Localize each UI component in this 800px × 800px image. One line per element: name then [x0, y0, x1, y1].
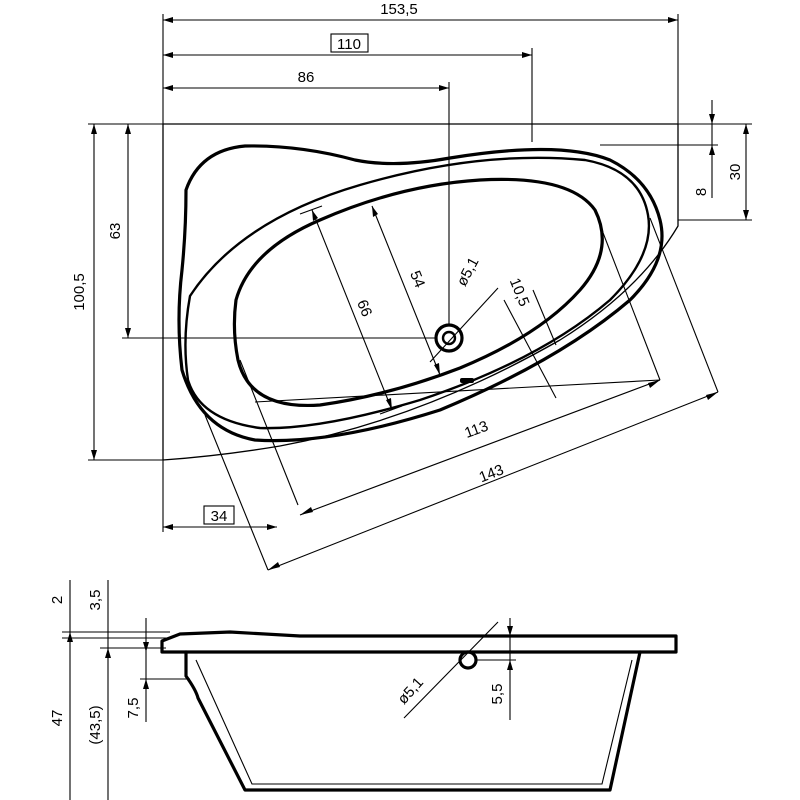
label-inner-height: (43,5) [87, 705, 104, 744]
dim-rim-edge: 30 [678, 123, 752, 221]
section-view: 2 3,5 47 (43,5) 7,5 ø5,1 [49, 580, 678, 800]
section-inner-body [195, 659, 633, 785]
label-total-height: 47 [49, 710, 66, 727]
label-inner-width: 54 [406, 268, 428, 290]
label-rim-step: 8 [693, 188, 710, 196]
dim-rim-step: 8 [600, 100, 718, 198]
dim-overall-width: 153,5 [162, 1, 679, 124]
label-outer-length: 143 [477, 461, 506, 486]
tub-outline [162, 123, 679, 461]
label-rim-height: 3,5 [87, 590, 104, 611]
label-corner-offset: 34 [211, 508, 228, 525]
dim-overflow-offset: 10,5 [503, 276, 557, 399]
dim-overall-depth: 100,5 [71, 123, 163, 461]
dim-skirt-height: 7,5 [125, 618, 190, 722]
dim-outer-width: 66 [299, 205, 403, 415]
rim-outline [177, 144, 664, 443]
overflow-icon [460, 378, 474, 383]
label-drain-depth-position: 63 [107, 223, 124, 240]
section-rim [160, 630, 678, 654]
label-outer-width: 66 [353, 297, 375, 319]
drain-outer-icon [434, 323, 464, 353]
label-skirt-height: 7,5 [125, 698, 142, 719]
label-drain-position: 86 [298, 69, 315, 86]
label-rim-thickness: 2 [49, 596, 66, 604]
dim-drain-position: 86 [163, 69, 450, 325]
label-drain-diameter: ø5,1 [453, 255, 482, 289]
dim-rim-thickness: 2 [49, 580, 170, 800]
dim-corner-offset: 34 [162, 460, 277, 532]
label-overflow-height: 5,5 [489, 684, 506, 705]
dim-rim-height: 3,5 [87, 580, 166, 800]
plan-view: 153,5 110 86 100,5 [71, 1, 752, 571]
dim-inner-width: 54 [371, 205, 441, 376]
section-body [184, 650, 642, 792]
rim-inner-outline [184, 156, 651, 430]
label-overflow-diameter: ø5,1 [394, 674, 427, 708]
drain-inner-icon [441, 330, 457, 346]
label-overall-width: 153,5 [380, 1, 418, 18]
label-overflow-position: 110 [337, 36, 361, 53]
dim-overflow-position: 110 [163, 33, 533, 142]
section-overflow-icon [458, 650, 478, 670]
label-inner-length: 113 [462, 418, 490, 442]
dim-overflow-height: 5,5 [476, 618, 516, 720]
label-overflow-offset: 10,5 [506, 276, 533, 309]
dim-drain-depth-position: 63 [107, 124, 435, 339]
dim-inner-length: 113 [239, 224, 661, 516]
dim-total-height: 47 [49, 632, 73, 726]
label-overall-depth: 100,5 [71, 273, 88, 311]
label-rim-edge: 30 [727, 164, 744, 181]
dim-inner-height: (43,5) [87, 648, 111, 745]
